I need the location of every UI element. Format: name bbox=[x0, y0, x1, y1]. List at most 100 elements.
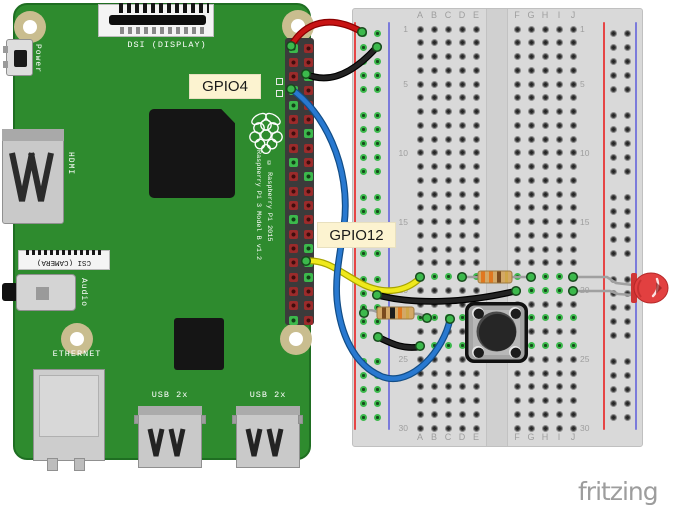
breadboard-hole bbox=[527, 94, 535, 102]
gpio-pin bbox=[288, 57, 298, 67]
breadboard-hole bbox=[416, 410, 424, 418]
rail-hole-connected bbox=[373, 71, 381, 79]
breadboard-hole bbox=[458, 176, 466, 184]
breadboard-hole bbox=[527, 231, 535, 239]
rail-hole bbox=[609, 125, 617, 133]
rail-hole bbox=[623, 43, 631, 51]
breadboard-hole bbox=[430, 94, 438, 102]
usb-contacts bbox=[147, 428, 284, 457]
ethernet-foot bbox=[47, 458, 58, 471]
breadboard-hole bbox=[555, 328, 563, 336]
breadboard-hole bbox=[444, 39, 452, 47]
breadboard-hole bbox=[555, 383, 563, 391]
breadboard-hole bbox=[527, 53, 535, 61]
rail-hole bbox=[609, 303, 617, 311]
breadboard-hole bbox=[527, 176, 535, 184]
breadboard-hole bbox=[472, 176, 480, 184]
rail-hole bbox=[609, 57, 617, 65]
rail-hole bbox=[609, 111, 617, 119]
breadboard-hole bbox=[527, 300, 535, 308]
breadboard-hole bbox=[472, 424, 480, 432]
right-rail-negative-line bbox=[635, 22, 637, 430]
gpio12-annotation: GPIO12 bbox=[317, 222, 396, 248]
gpio-pin bbox=[288, 272, 298, 282]
breadboard-hole bbox=[541, 424, 549, 432]
usb-tab bbox=[201, 415, 206, 424]
usb-tab bbox=[134, 415, 139, 424]
breadboard-hole bbox=[569, 410, 577, 418]
breadboard-hole bbox=[513, 231, 521, 239]
column-letter: D bbox=[458, 432, 466, 442]
rail-hole bbox=[609, 249, 617, 257]
mounting-hole bbox=[61, 323, 93, 355]
breadboard-hole bbox=[513, 397, 521, 405]
breadboard-hole bbox=[541, 328, 549, 336]
breadboard-hole bbox=[555, 369, 563, 377]
breadboard-hole bbox=[569, 53, 577, 61]
rail-hole-connected bbox=[359, 193, 367, 201]
breadboard-hole bbox=[541, 39, 549, 47]
jumper-wire-black-gnd bbox=[302, 44, 380, 82]
audio-jack-barrel bbox=[2, 283, 18, 301]
row-number: 5 bbox=[580, 79, 585, 90]
rail-hole-connected bbox=[373, 29, 381, 37]
breadboard-hole bbox=[416, 245, 424, 253]
breadboard-hole bbox=[513, 135, 521, 143]
breadboard-hole bbox=[444, 163, 452, 171]
audio-label: Audio bbox=[79, 278, 88, 308]
breadboard-hole bbox=[444, 383, 452, 391]
breadboard-hole bbox=[555, 424, 563, 432]
column-letter: J bbox=[570, 10, 576, 20]
column-letter: H bbox=[541, 432, 549, 442]
usb2-label: USB 2x bbox=[249, 390, 287, 400]
wire-endpoints bbox=[285, 26, 579, 352]
breadboard-hole bbox=[527, 121, 535, 129]
breadboard-hole bbox=[569, 328, 577, 336]
breadboard-hole bbox=[444, 424, 452, 432]
breadboard-hole bbox=[541, 176, 549, 184]
silkscreen-model-text: Raspberry Pi 3 Model B v1.2 bbox=[254, 150, 262, 261]
rail-hole bbox=[623, 331, 631, 339]
gpio-pin bbox=[288, 72, 298, 82]
dsi-label: DSI (DISPLAY) bbox=[127, 40, 207, 50]
breadboard-hole-connected bbox=[527, 341, 535, 349]
rail-hole-connected bbox=[373, 249, 381, 257]
breadboard-hole bbox=[527, 424, 535, 432]
breadboard-hole bbox=[444, 66, 452, 74]
breadboard-hole bbox=[458, 231, 466, 239]
gpio-pin-connected bbox=[288, 158, 298, 168]
breadboard-hole bbox=[569, 94, 577, 102]
column-letter: B bbox=[430, 432, 437, 442]
breadboard-hole bbox=[416, 94, 424, 102]
breadboard-hole bbox=[555, 218, 563, 226]
breadboard-hole bbox=[541, 410, 549, 418]
rail-hole-connected bbox=[373, 303, 381, 311]
breadboard-hole bbox=[444, 80, 452, 88]
rail-hole bbox=[623, 193, 631, 201]
breadboard-hole bbox=[541, 94, 549, 102]
breadboard-hole bbox=[472, 286, 480, 294]
breadboard-hole bbox=[444, 231, 452, 239]
fritzing-watermark: fritzing bbox=[578, 477, 659, 506]
usb-tab bbox=[232, 415, 237, 424]
breadboard-hole bbox=[527, 66, 535, 74]
led-leg bbox=[571, 275, 635, 287]
breadboard-hole bbox=[527, 39, 535, 47]
breadboard-hole bbox=[458, 149, 466, 157]
row-number: 15 bbox=[580, 216, 590, 227]
column-letter: H bbox=[541, 10, 549, 20]
rail-hole-connected bbox=[359, 249, 367, 257]
breadboard-hole bbox=[416, 108, 424, 116]
gpio-pin bbox=[288, 301, 298, 311]
breadboard-hole bbox=[513, 410, 521, 418]
gpio-pin-connected bbox=[303, 129, 313, 139]
breadboard-hole bbox=[513, 383, 521, 391]
breadboard-hole bbox=[527, 25, 535, 33]
breadboard-hole bbox=[513, 108, 521, 116]
breadboard-hole bbox=[569, 204, 577, 212]
breadboard-hole bbox=[472, 149, 480, 157]
ethernet-port-inner bbox=[39, 375, 99, 437]
breadboard-hole bbox=[527, 218, 535, 226]
breadboard-hole-connected bbox=[527, 314, 535, 322]
column-letter: B bbox=[430, 10, 437, 20]
